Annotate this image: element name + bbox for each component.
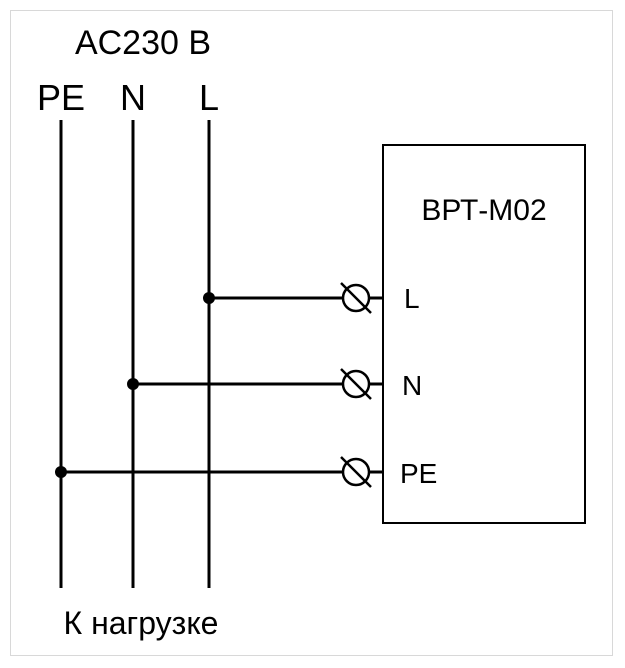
terminal-label-pe: PE <box>400 458 437 489</box>
junction-dot-l <box>203 292 215 304</box>
junction-dot-n <box>127 378 139 390</box>
device-box <box>382 144 586 524</box>
terminal-label-l: L <box>404 283 420 314</box>
diagram-frame <box>10 10 613 656</box>
supply-line-label-pe: PE <box>37 77 85 118</box>
terminal-screw-icon <box>340 368 372 400</box>
terminal-screw-icon <box>340 456 372 488</box>
supply-title: AC230 В <box>75 24 211 62</box>
terminal-label-n: N <box>402 370 422 401</box>
load-label: К нагрузке <box>64 605 219 641</box>
device-name: ВРТ-М02 <box>421 194 546 227</box>
terminal-screw-icon <box>340 282 372 314</box>
junction-dot-pe <box>55 466 67 478</box>
supply-line-label-l: L <box>199 77 219 118</box>
supply-line-label-n: N <box>120 77 146 118</box>
